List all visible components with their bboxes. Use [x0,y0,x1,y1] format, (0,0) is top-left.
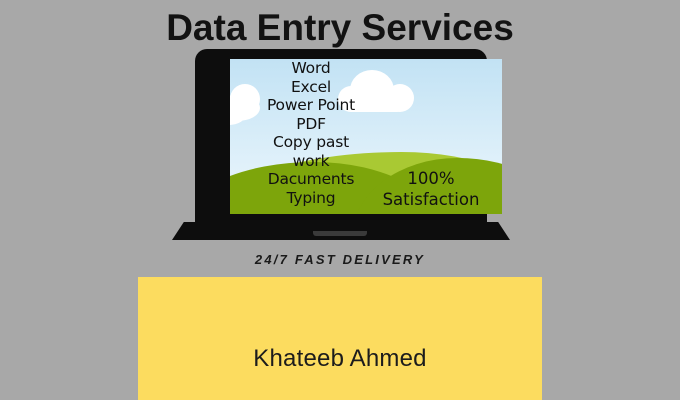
list-item: Excel [290,77,332,96]
delivery-tagline: 24/7 FAST DELIVERY [254,252,426,267]
laptop-screen: Word Excel Power Point PDF Copy past wor… [230,59,502,214]
services-list: Word Excel Power Point PDF Copy past wor… [236,59,386,207]
list-item: Word [291,59,331,77]
list-item: Copy past [273,133,349,151]
satisfaction-guarantee: 100% Satisfaction [362,168,500,210]
list-item: PDF [296,114,326,133]
satisfaction-label: Satisfaction [382,190,480,209]
list-item: Dacuments [267,170,355,188]
list-item: work [292,151,330,170]
list-item: Typing [286,188,336,207]
name-banner: Khateeb Ahmed [138,277,542,400]
page-title: Data Entry Services [166,7,514,48]
seller-name: Khateeb Ahmed [253,345,427,372]
cloud-icon [338,70,414,112]
satisfaction-percent: 100% [407,169,455,188]
laptop-base-notch [313,231,367,236]
list-item: Power Point [266,96,356,114]
laptop-illustration: Word Excel Power Point PDF Copy past wor… [170,49,512,241]
laptop-lid: Word Excel Power Point PDF Copy past wor… [195,49,502,224]
cloud-icon [230,84,260,125]
